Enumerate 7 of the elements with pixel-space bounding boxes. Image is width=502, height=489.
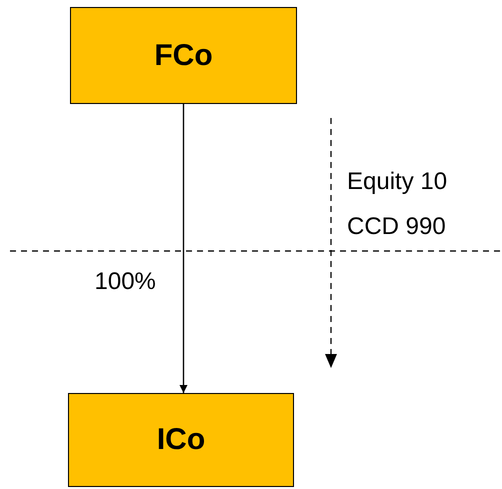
entity-box — [70, 7, 297, 104]
entity-name: ICo — [156, 423, 206, 457]
entity-box — [68, 393, 294, 487]
arrow — [180, 104, 188, 393]
amount-label: CCD 990 — [347, 215, 446, 239]
amount-label: Equity 10 — [347, 170, 448, 194]
entity-name: FCo — [154, 38, 213, 72]
